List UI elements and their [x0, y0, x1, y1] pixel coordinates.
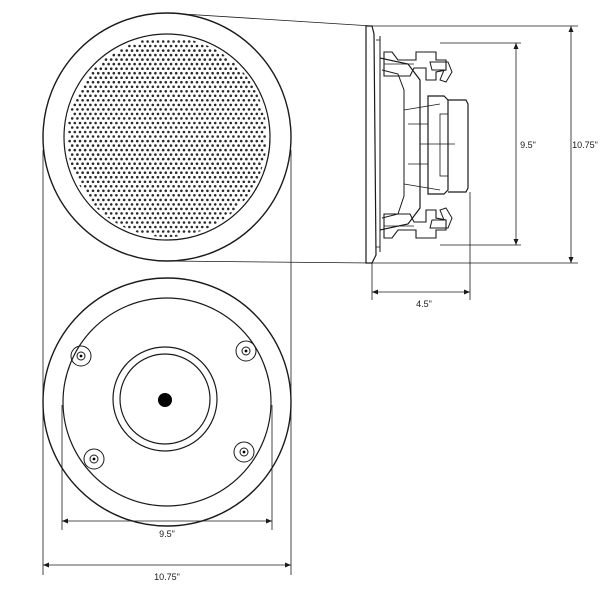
dim-label-side-depth: 4.5" — [416, 299, 432, 309]
dim-bottom-outer: 10.75" — [43, 562, 291, 582]
dim-side-inner: 9.5" — [513, 43, 536, 245]
back-inner-ring — [62, 297, 272, 507]
dim-bottom-inner: 9.5" — [62, 518, 272, 539]
mount-screw-top-right — [235, 340, 257, 362]
dim-label-side-outer: 10.75" — [572, 140, 598, 150]
side-flange — [365, 25, 377, 264]
side-view — [365, 25, 469, 264]
dim-side-outer: 10.75" — [568, 26, 598, 263]
mount-screw-top-left — [70, 345, 92, 367]
mount-screw-bottom-right — [233, 441, 255, 463]
dim-label-bottom-inner: 9.5" — [159, 529, 175, 539]
grille-perforation — [68, 40, 266, 237]
grille-inner-ring — [63, 33, 271, 241]
side-clamp-top — [383, 51, 447, 81]
dim-label-bottom-outer: 10.75" — [154, 572, 180, 582]
dim-label-side-inner: 9.5" — [520, 140, 536, 150]
magnet-inner — [119, 353, 211, 445]
tweeter-vent-dot — [158, 393, 172, 407]
magnet-outer — [112, 346, 218, 452]
side-basket — [379, 57, 421, 231]
front-ext-top — [166, 12, 373, 27]
front-ext-bottom — [166, 260, 373, 264]
side-magnet — [427, 95, 449, 195]
front-view-grille — [42, 12, 292, 262]
dim-side-depth: 4.5" — [372, 289, 470, 309]
mount-screw-bottom-left — [83, 448, 105, 470]
side-clamp-bottom — [383, 209, 447, 239]
back-view — [42, 277, 292, 527]
back-outer-ring — [42, 277, 292, 527]
